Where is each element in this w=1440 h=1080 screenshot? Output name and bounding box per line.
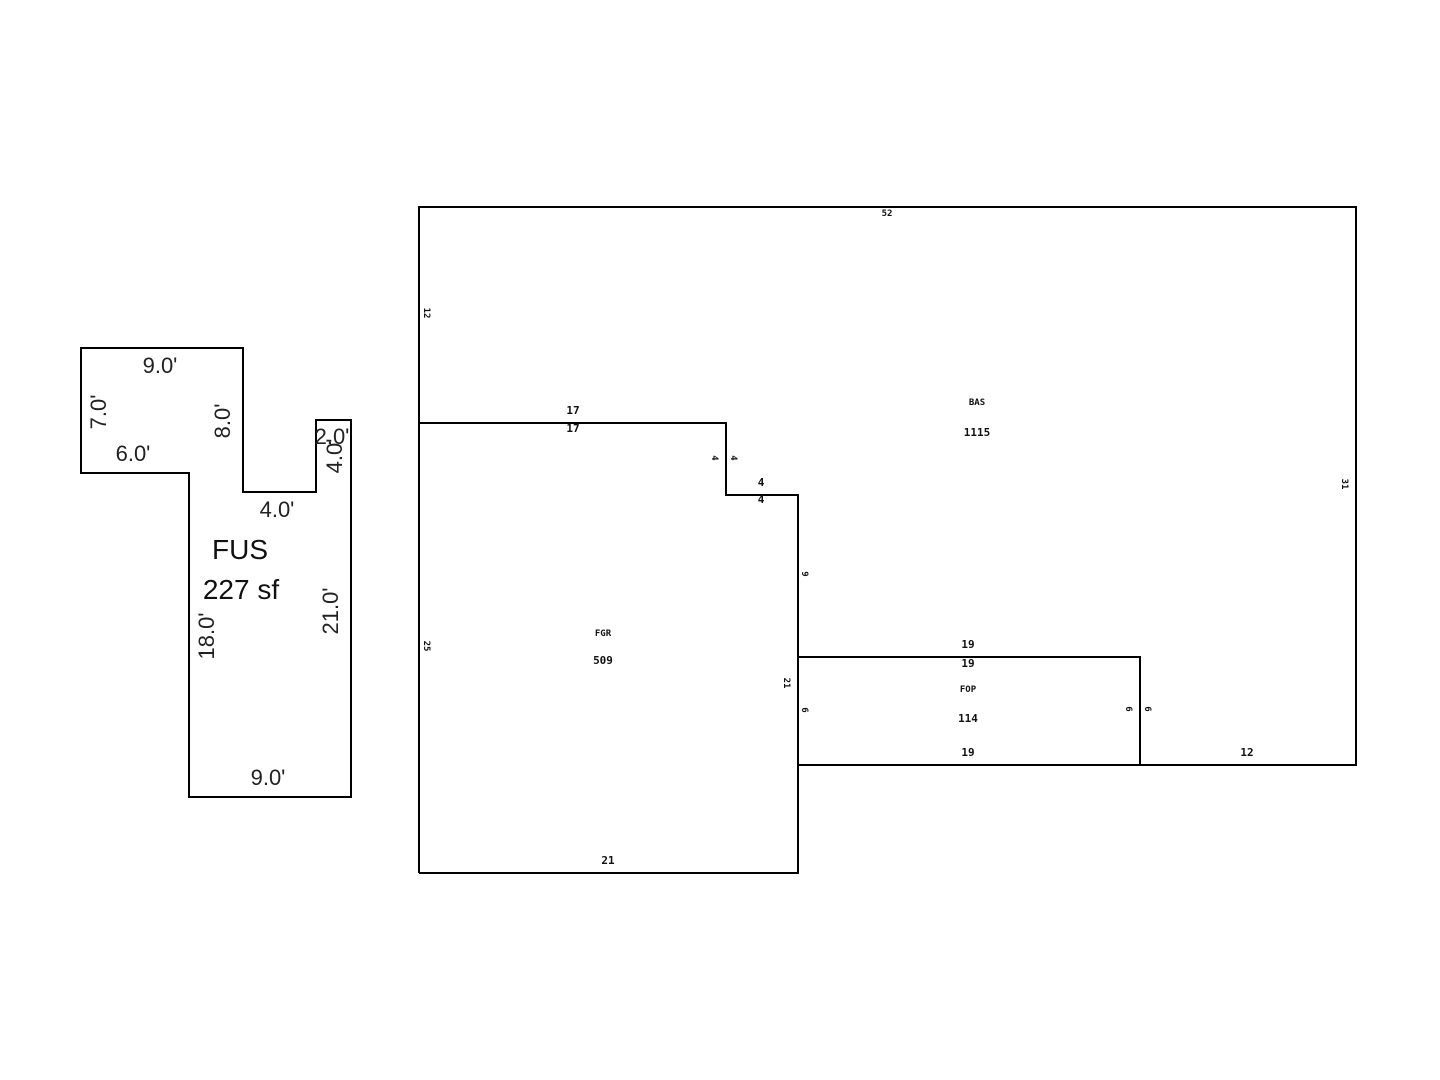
fus-sketch: 9.0' 7.0' 6.0' 8.0' 4.0' 2.0' 4.0' FUS 2… xyxy=(80,347,352,798)
fus-dim-bottom: 9.0' xyxy=(251,765,286,790)
bas-dim-bottom-right: 12 xyxy=(1240,746,1253,759)
fop-dim-top: 19 xyxy=(961,657,974,670)
fgr-area: 509 xyxy=(593,654,613,667)
fop-outline xyxy=(798,656,1141,765)
bas-dim-fop-right: 6 xyxy=(1142,706,1152,711)
bas-dim-step-v: 4 xyxy=(728,455,738,461)
fop-code: FOP xyxy=(960,685,977,695)
fus-outline xyxy=(80,347,352,798)
fgr-dim-bottom: 21 xyxy=(601,854,615,867)
bas-dim-fgr-top: 17 xyxy=(566,404,579,417)
fus-dim-left-lower: 18.0' xyxy=(194,612,219,659)
fgr-dim-step-h: 4 xyxy=(758,493,765,506)
fus-dim-notch-top: 2.0' xyxy=(315,424,350,449)
fop-dim-bottom: 19 xyxy=(961,746,974,759)
fgr-dim-right: 21 xyxy=(781,678,791,689)
bas-dim-top: 52 xyxy=(882,209,893,219)
fus-dim-notch-side: 4.0' xyxy=(322,439,347,474)
fgr-dim-top: 17 xyxy=(566,422,579,435)
bas-outline xyxy=(418,206,1357,873)
fus-area-size: 227 sf xyxy=(203,574,279,605)
fus-area-code: FUS xyxy=(212,534,268,565)
fop-area: 114 xyxy=(958,712,978,725)
fus-dim-left-step: 6.0' xyxy=(116,441,151,466)
main-sketch: 52 12 25 31 BAS 1115 17 17 4 4 4 4 9 21 … xyxy=(418,206,1357,874)
bas-dim-step-h: 4 xyxy=(758,476,765,489)
fus-dim-left: 7.0' xyxy=(86,395,111,430)
fus-dim-right: 21.0' xyxy=(318,587,343,634)
fgr-dim-step-v: 4 xyxy=(709,455,719,461)
fus-dim-notch-bottom: 4.0' xyxy=(260,497,295,522)
bas-area: 1115 xyxy=(964,426,991,439)
fop-dim-right: 6 xyxy=(1123,706,1133,711)
bas-dim-right: 31 xyxy=(1339,479,1349,490)
bas-code: BAS xyxy=(969,398,985,408)
bas-dim-fop-top: 19 xyxy=(961,638,974,651)
fop-dim-left: 6 xyxy=(799,707,809,712)
fgr-code: FGR xyxy=(595,629,612,639)
fgr-dim-left: 25 xyxy=(421,641,431,652)
bas-dim-left-upper: 12 xyxy=(421,308,431,319)
bas-dim-fgr-right-upper: 9 xyxy=(799,571,809,576)
fgr-outline xyxy=(419,422,799,874)
fus-dim-top: 9.0' xyxy=(143,353,178,378)
fus-dim-inner-vertical: 8.0' xyxy=(210,404,235,439)
